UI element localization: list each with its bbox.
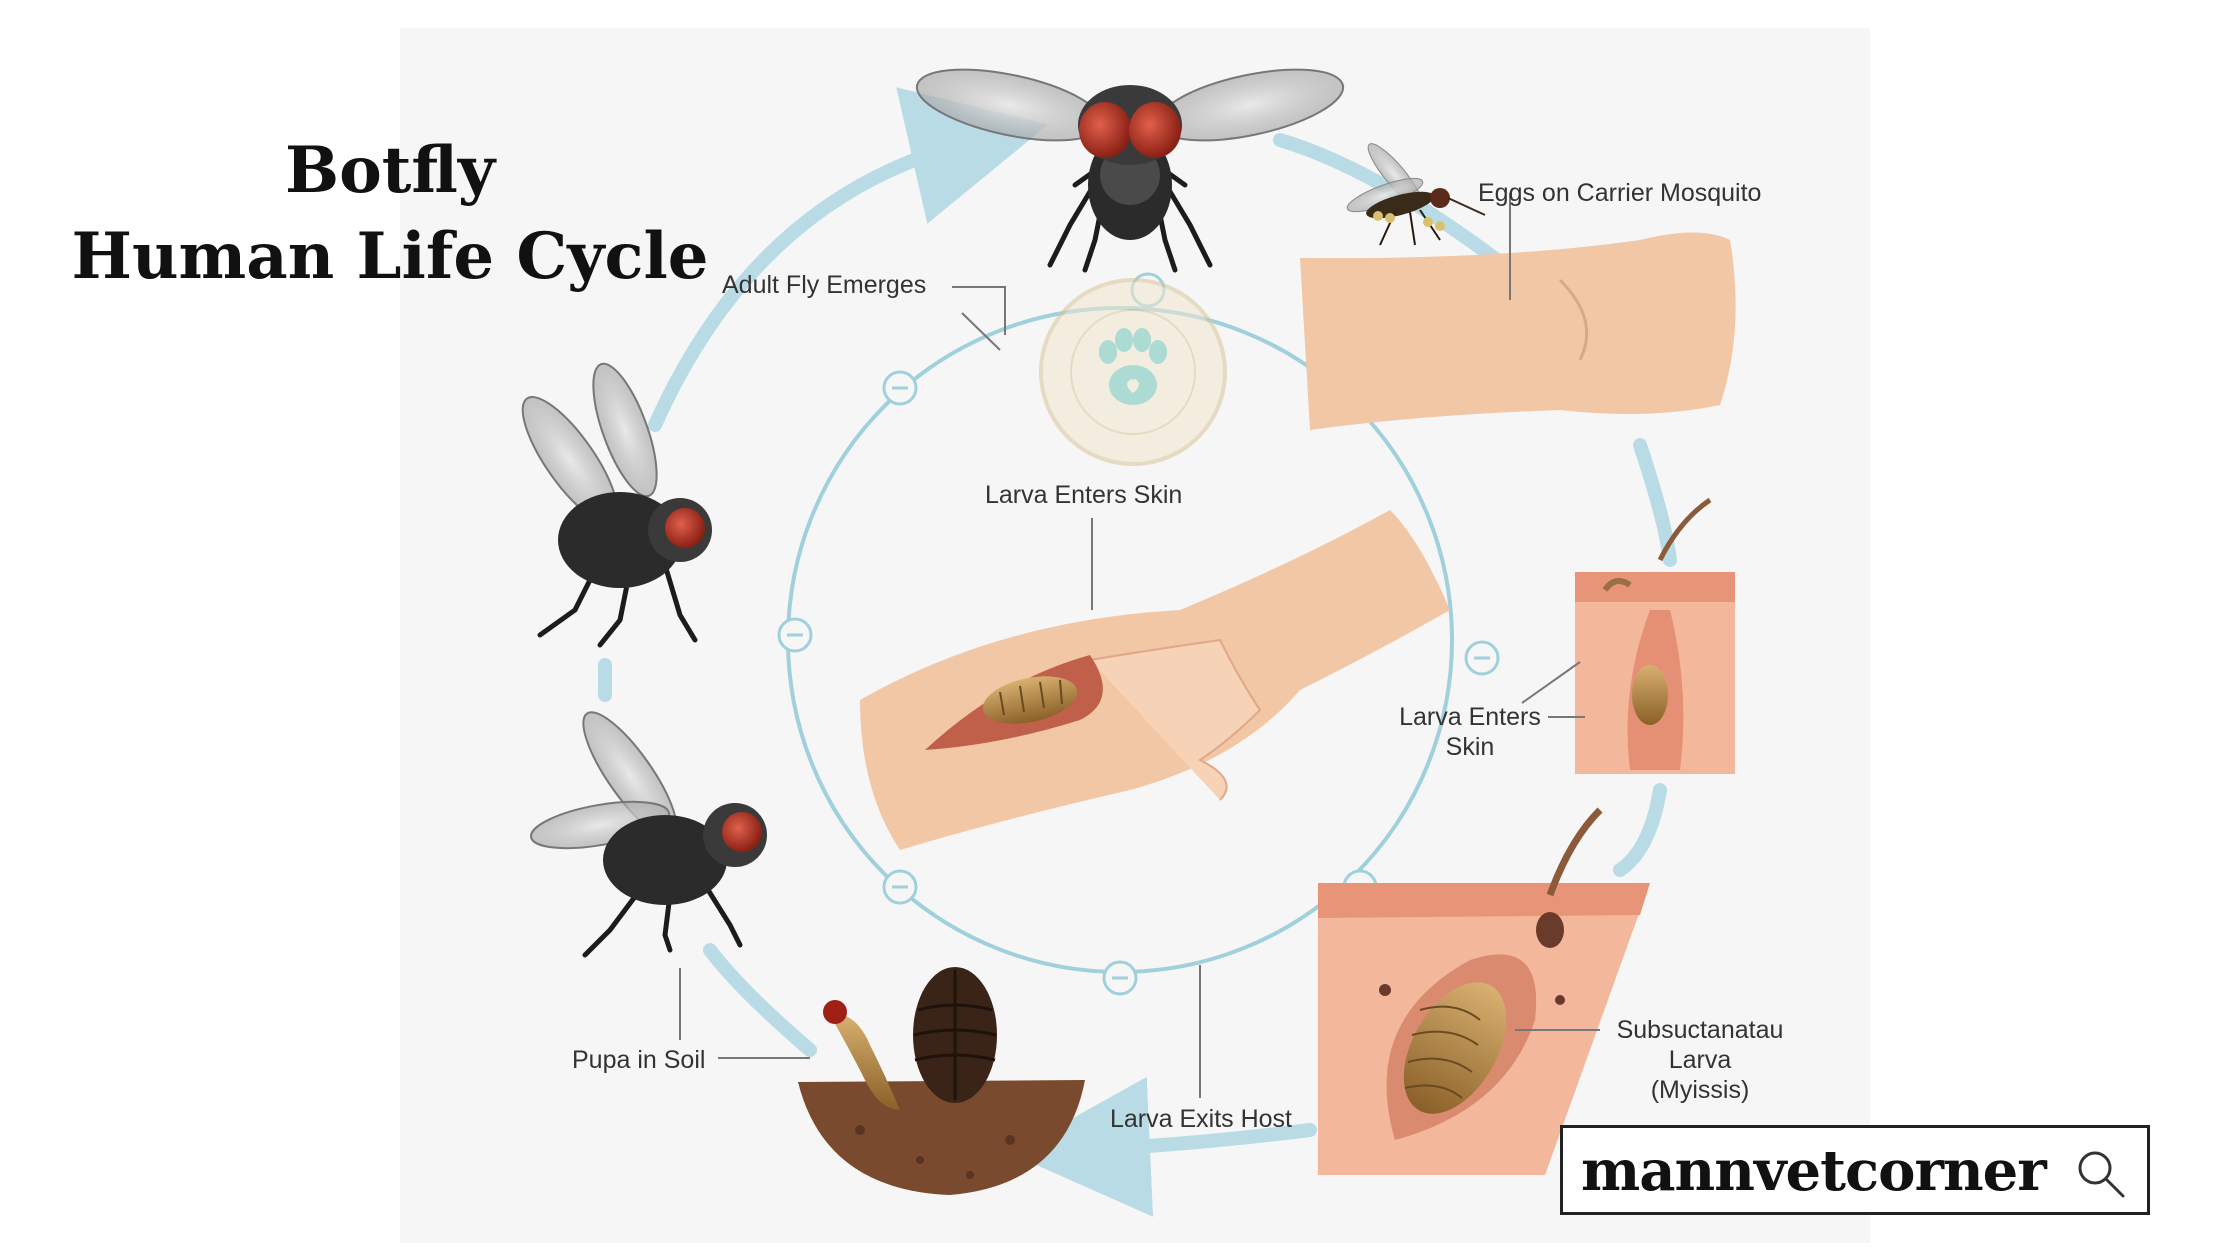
search-icon	[2078, 1151, 2125, 1198]
subcutaneous-larva-closeup	[1318, 807, 1650, 1175]
label-subcutaneous-larva: Subsuctanatau Larva (Myissis)	[1605, 1015, 1795, 1105]
label-larva-enters-skin-side-line1: Larva Enters	[1399, 703, 1541, 731]
adult-fly-top	[915, 68, 1345, 273]
watermark-seal	[1039, 278, 1227, 466]
label-larva-exits-host: Larva Exits Host	[1110, 1105, 1293, 1133]
label-larva-enters-skin-side-line2: Skin	[1445, 733, 1495, 761]
label-subcutaneous-line2: Larva	[1668, 1046, 1732, 1074]
title-line-1: Botfly	[284, 133, 496, 208]
brand-name: mannvetcorner	[1581, 1138, 2047, 1204]
label-adult-fly-emerges: Adult Fly Emerges	[722, 271, 927, 299]
label-larva-enters-skin-center: Larva Enters Skin	[985, 481, 1183, 509]
label-subcutaneous-line1: Subsuctanatau	[1616, 1016, 1784, 1044]
arm-larva-enters-skin	[860, 510, 1450, 850]
adult-fly-left-upper	[521, 362, 712, 648]
human-forearm-top	[1300, 232, 1736, 430]
label-pupa-in-soil: Pupa in Soil	[572, 1046, 706, 1074]
brand-search-box[interactable]: mannvetcorner	[1560, 1125, 2150, 1215]
label-eggs-on-carrier-mosquito: Eggs on Carrier Mosquito	[1478, 179, 1762, 207]
carrier-mosquito	[1346, 143, 1486, 246]
pupa-in-soil	[798, 967, 1085, 1195]
skin-section-hair-follicle	[1575, 497, 1735, 774]
label-larva-enters-skin-side: Larva Enters Skin	[1385, 702, 1555, 762]
adult-fly-left-lower	[529, 711, 767, 958]
label-subcutaneous-line3: (Myissis)	[1650, 1076, 1750, 1104]
label-leader-lines	[679, 193, 1600, 1098]
diagram-title: Botfly Human Life Cycle	[60, 128, 720, 300]
title-line-2: Human Life Cycle	[71, 219, 709, 294]
